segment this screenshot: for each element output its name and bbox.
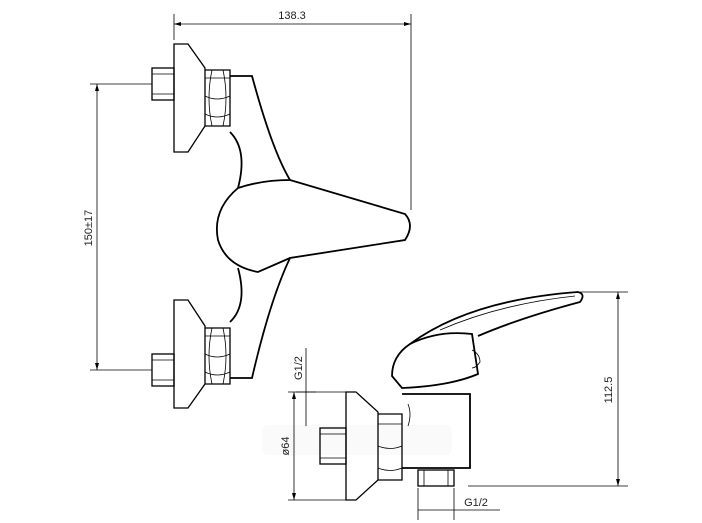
dim-label-flange-diameter: ø64 xyxy=(280,437,292,456)
dim-label-height: 112.5 xyxy=(603,377,615,404)
dimension-inlet-thread: G1/2 xyxy=(293,348,316,426)
dimension-total-width: 138.3 xyxy=(173,10,412,210)
dim-label-outlet-thread: G1/2 xyxy=(464,497,488,509)
dimension-flange-diameter: ø64 xyxy=(280,391,346,501)
mixer-body-front xyxy=(216,75,411,379)
dimension-inlet-spacing: 150±17 xyxy=(83,83,152,371)
dim-label-inlet-thread: G1/2 xyxy=(293,356,305,380)
side-view: G1/2 ø64 xyxy=(280,291,628,520)
front-view: 138.3 150±17 xyxy=(83,10,412,409)
dim-label-total-width: 138.3 xyxy=(278,10,306,22)
side-body-and-handle xyxy=(391,291,584,487)
watermark xyxy=(262,425,452,455)
bottom-connector xyxy=(151,299,231,409)
dim-label-inlet-spacing: 150±17 xyxy=(83,210,95,247)
dimension-outlet-thread: G1/2 xyxy=(417,488,500,520)
side-inlet-and-flange xyxy=(319,391,403,501)
top-connector xyxy=(151,43,231,153)
dimension-height: 112.5 xyxy=(468,291,628,487)
